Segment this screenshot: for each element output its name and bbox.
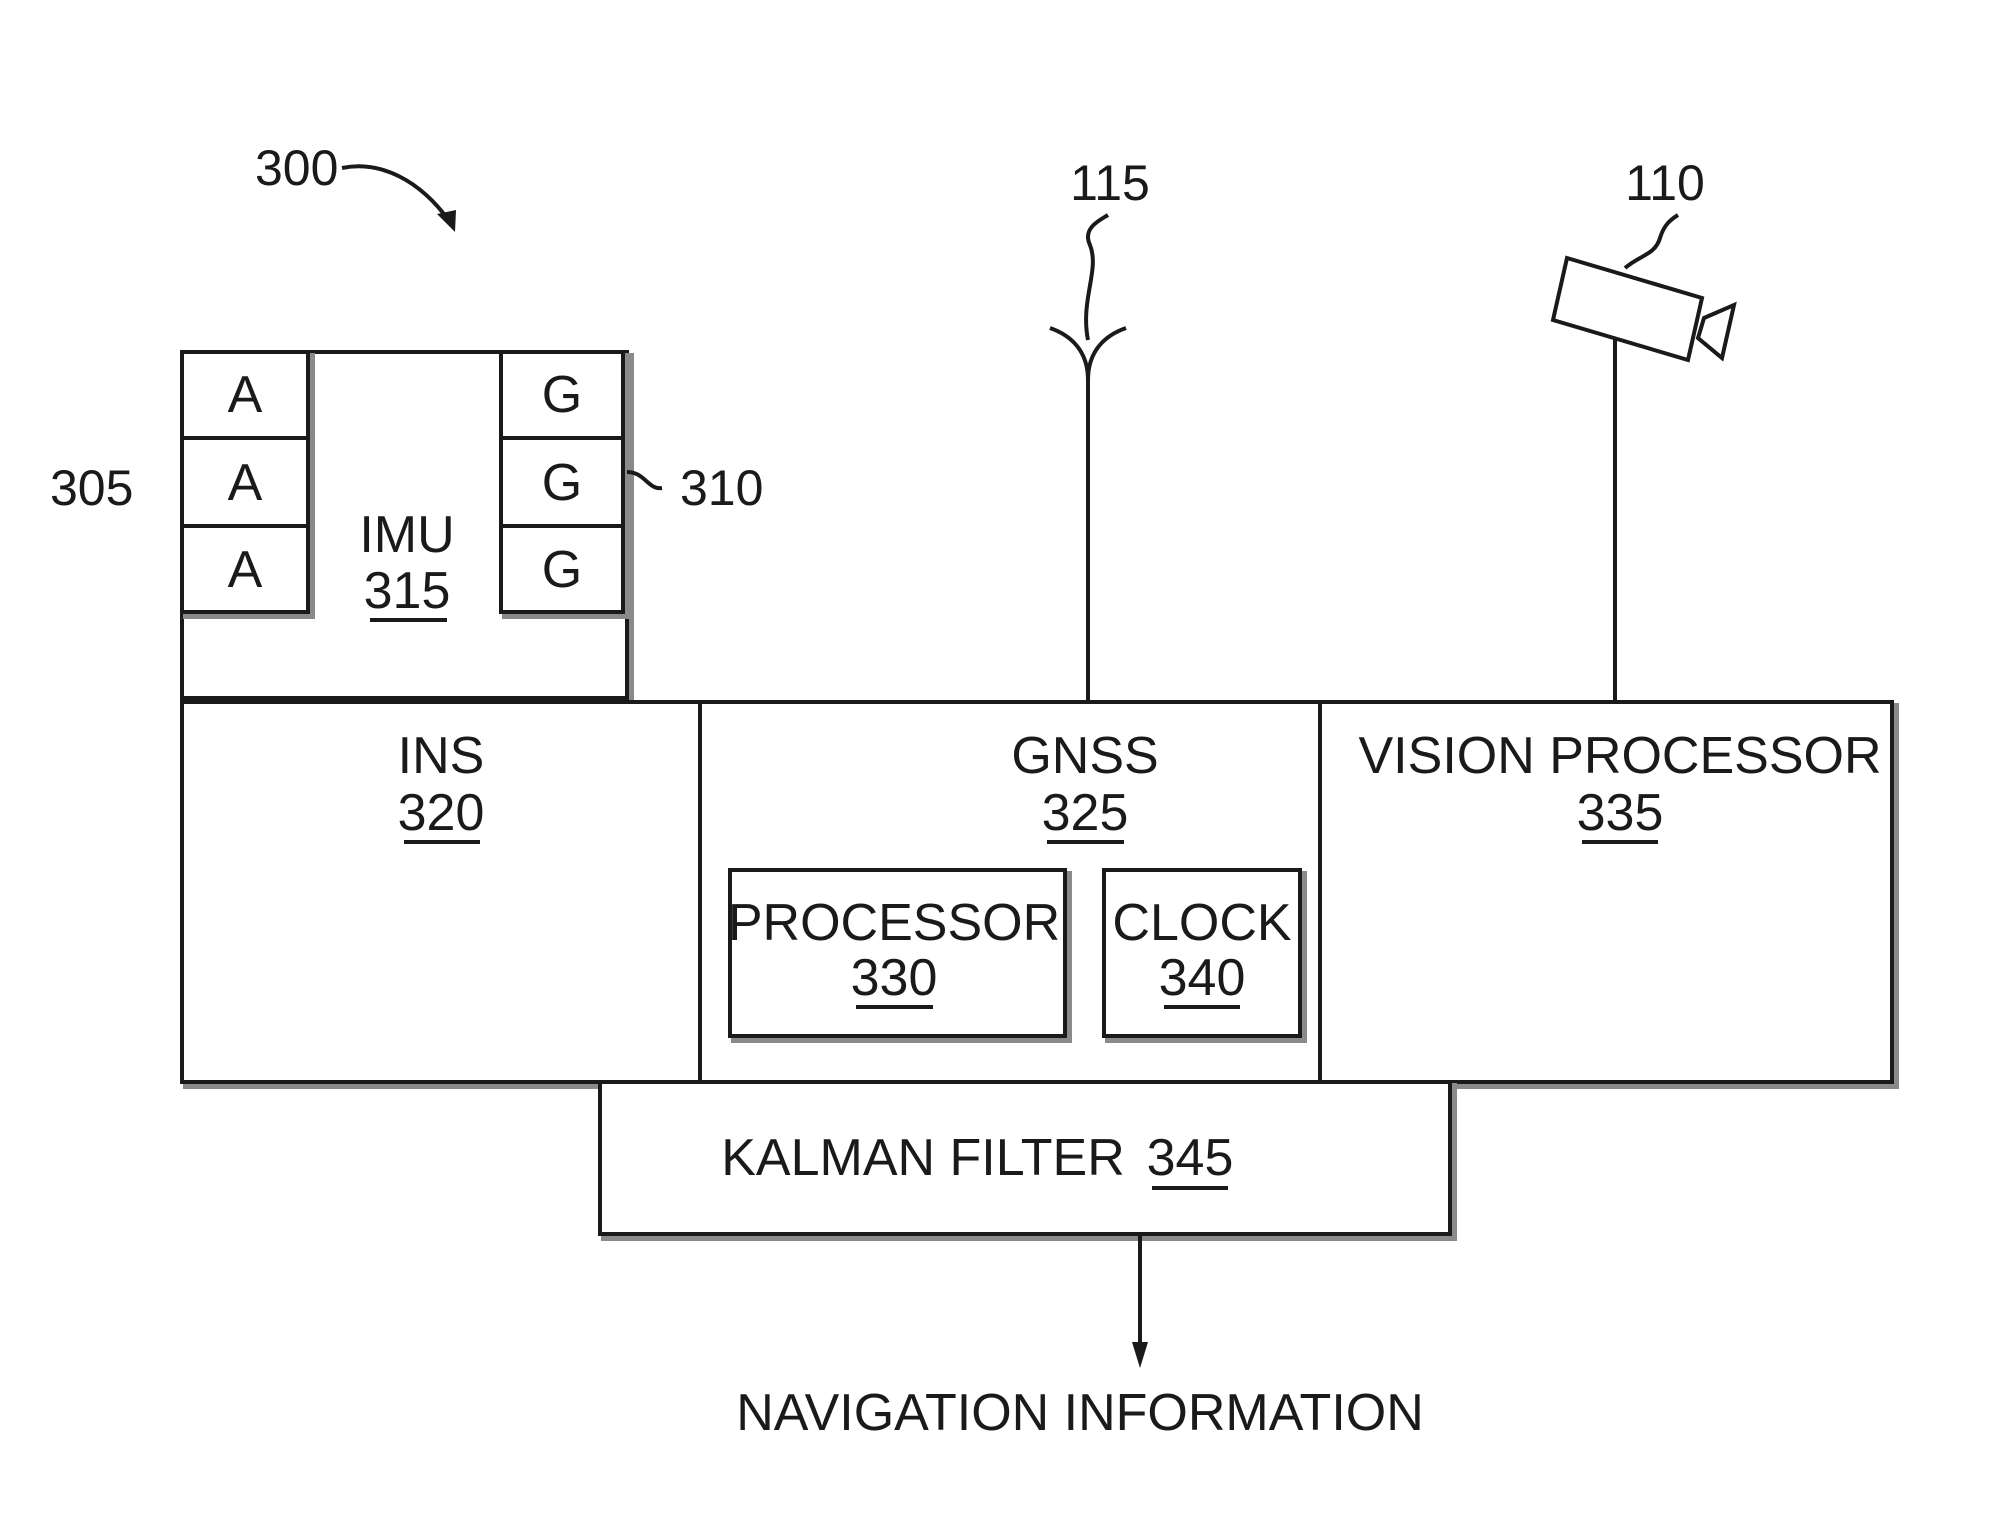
imu-title: IMU: [359, 506, 454, 564]
ref-300-label: 300: [255, 140, 338, 196]
gyroscope-label: G: [542, 541, 582, 599]
kalman-title: KALMAN FILTER: [721, 1129, 1125, 1187]
ref-310-label: 310: [680, 460, 763, 516]
output-arrowhead: [1132, 1342, 1148, 1368]
navigation-information-label: NAVIGATION INFORMATION: [736, 1384, 1424, 1442]
clock-title: CLOCK: [1112, 894, 1291, 952]
ins-number: 320: [398, 784, 485, 842]
accelerometer-group: A A A: [182, 352, 312, 616]
gyroscope-label: G: [542, 454, 582, 512]
processor-number: 330: [851, 949, 938, 1007]
ins-title: INS: [398, 727, 485, 785]
vision-number: 335: [1577, 784, 1664, 842]
ref-305-label: 305: [50, 460, 133, 516]
ref-110-label: 110: [1625, 155, 1705, 211]
kalman-number: 345: [1147, 1129, 1234, 1187]
clock-number: 340: [1159, 949, 1246, 1007]
camera-body: [1553, 258, 1702, 360]
gyroscope-group: G G G: [501, 352, 627, 616]
ref-300-arrow: [342, 166, 450, 222]
imu-number: 315: [364, 562, 451, 620]
gyroscope-label: G: [542, 366, 582, 424]
antenna-icon: 115: [1050, 155, 1150, 702]
accelerometer-label: A: [228, 541, 263, 599]
gnss-title: GNSS: [1011, 727, 1158, 785]
kalman-filter-block: KALMAN FILTER 345: [600, 1082, 1454, 1238]
processor-title: PROCESSOR: [728, 894, 1060, 952]
accelerometer-label: A: [228, 366, 263, 424]
accelerometer-label: A: [228, 454, 263, 512]
vision-title: VISION PROCESSOR: [1359, 727, 1882, 785]
ref-300-arrowhead: [437, 210, 456, 232]
gnss-number: 325: [1042, 784, 1129, 842]
ins-block: INS 320: [398, 727, 485, 842]
camera-lens: [1698, 305, 1734, 358]
camera-icon: 110: [1553, 155, 1734, 702]
ref-115-label: 115: [1070, 155, 1150, 211]
